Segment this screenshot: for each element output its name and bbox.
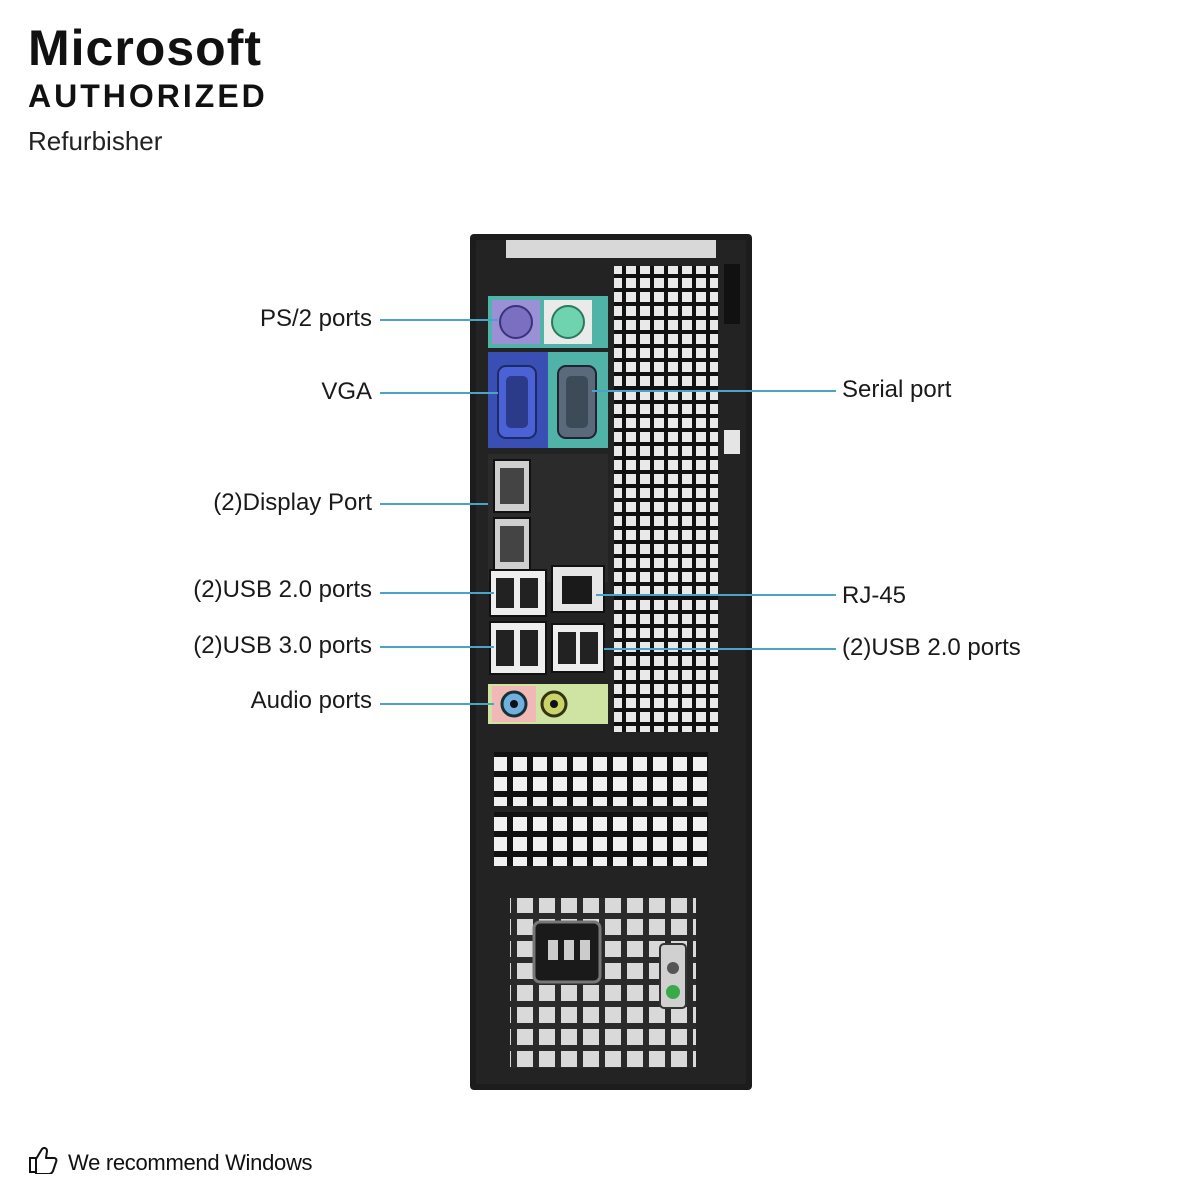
callout-audio: Audio ports [250,687,372,714]
callout-rj45: RJ-45 [842,582,907,609]
psu-test-led [666,985,680,999]
callout-usb20-right: (2)USB 2.0 ports [842,634,1021,661]
brand-authorized: AUTHORIZED [28,78,268,114]
leader-ps2 [380,319,498,321]
brand-microsoft: Microsoft [28,20,262,76]
expansion-slot-1 [494,752,708,806]
footer-text: We recommend Windows [68,1149,313,1175]
serial-label-strip [506,240,716,258]
leader-serial [592,390,836,392]
callout-serial-port: Serial port [842,376,952,403]
callout-usb20-left: (2)USB 2.0 ports [193,576,372,603]
leader-vga [380,392,498,394]
leader-usb20-right [604,648,836,650]
callout-displayport: (2)Display Port [213,489,372,516]
expansion-slot-2 [494,812,708,866]
leader-rj45 [596,594,836,596]
callout-vga: VGA [321,378,372,405]
callout-ps2-ports: PS/2 ports [259,305,372,332]
thumbs-up-icon [28,1146,58,1179]
leader-audio [380,703,494,705]
leader-usb20-left [380,592,494,594]
upper-vent [614,266,718,732]
windows-recommendation: We recommend Windows [28,1146,313,1179]
callout-usb30: (2)USB 3.0 ports [193,632,372,659]
leader-usb30 [380,646,494,648]
pc-tower-rear-image [470,234,752,1090]
microsoft-authorized-logo: Microsoft AUTHORIZED Refurbisher [28,22,268,156]
brand-refurbisher: Refurbisher [28,126,163,156]
leader-displayport [380,503,488,505]
